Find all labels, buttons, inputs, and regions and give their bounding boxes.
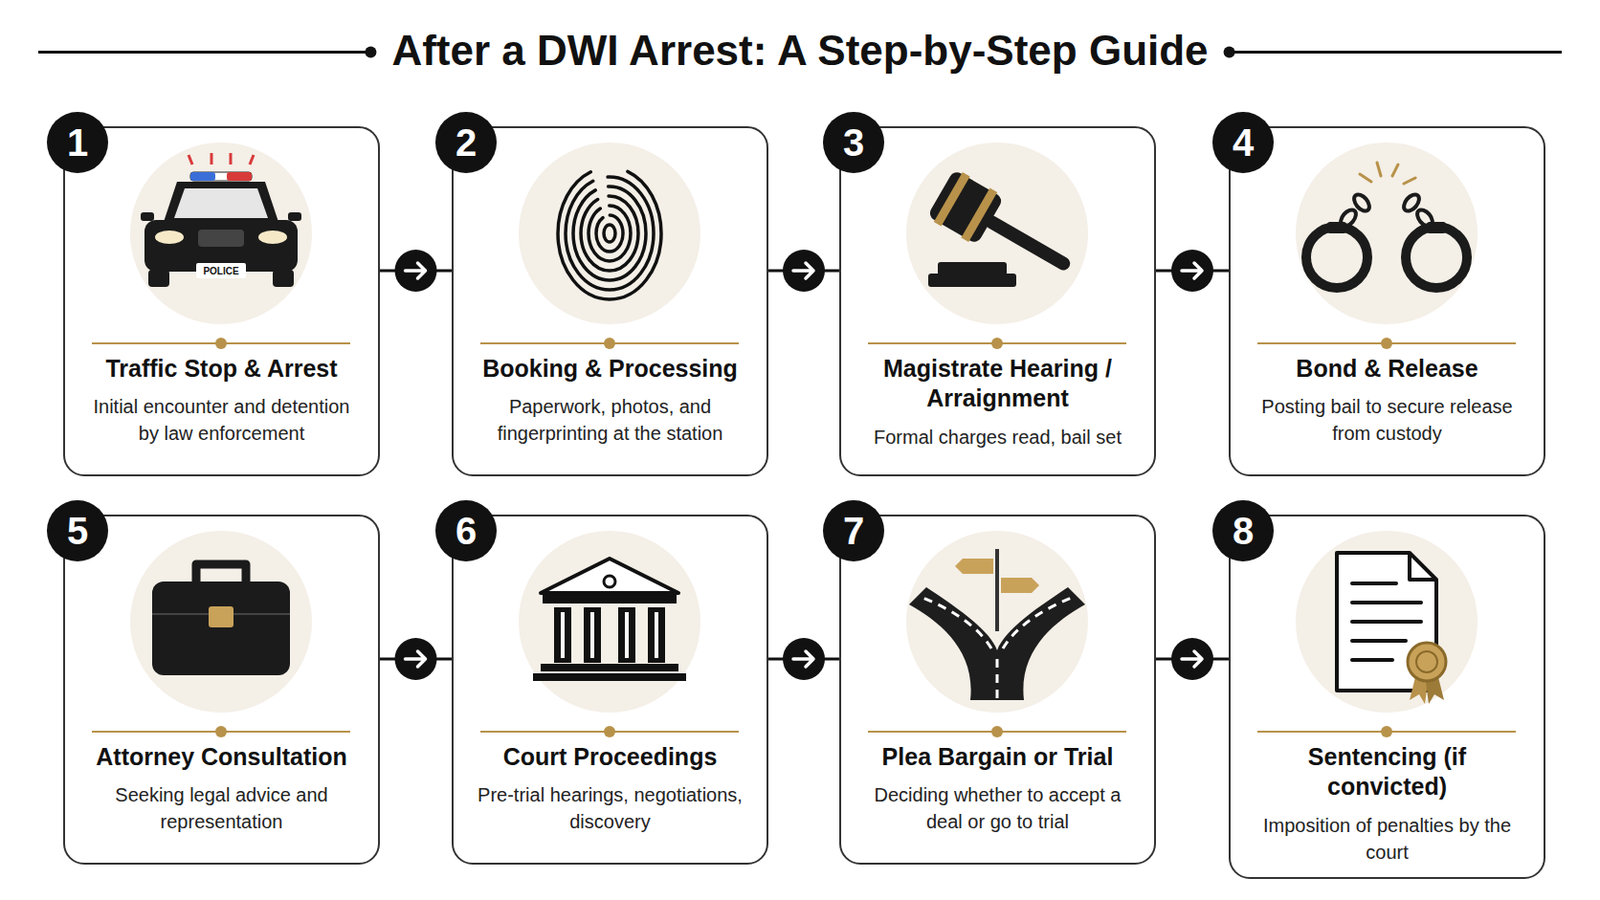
flow-arrow (379, 249, 452, 292)
handcuffs-icon (1306, 162, 1467, 289)
arrow-glyph (405, 651, 426, 667)
arrow-disc (782, 638, 825, 681)
title-bar: After a DWI Arrest: A Step-by-Step Guide (0, 26, 1600, 75)
plate-text: POLICE (200, 265, 242, 278)
step-card: Magistrate Hearing / ArraignmentFormal c… (839, 126, 1156, 477)
courthouse-icon (533, 558, 687, 682)
step-title: Bond & Release (1295, 354, 1478, 384)
icon-backdrops (130, 142, 1478, 713)
callout-number: 7 (822, 500, 885, 562)
step-description: Formal charges read, bail set (873, 423, 1122, 451)
title-rule (1233, 50, 1562, 54)
step-description: Posting bail to secure release from cust… (1249, 393, 1525, 447)
callout-number: 8 (1212, 500, 1274, 562)
arrow-glyph (793, 651, 814, 667)
title-rule-dot (364, 46, 377, 59)
step-description: Initial encounter and detention by law e… (84, 393, 359, 447)
step-card: Court ProceedingsPre-trial hearings, neg… (451, 514, 769, 866)
document-icon (1336, 553, 1446, 705)
callout-number: 1 (46, 111, 109, 174)
police-car-icon (140, 153, 302, 288)
arrow-disc (782, 249, 825, 292)
step-description: Seeking legal advice and representation (84, 781, 359, 836)
callout-number: 2 (435, 111, 497, 174)
fingerprint-icon (557, 167, 662, 300)
arrow-glyph (1181, 651, 1202, 667)
arrow-glyph (793, 263, 814, 279)
step-card: Plea Bargain or TrialDeciding whether to… (839, 514, 1156, 866)
callout-number: 6 (435, 500, 497, 562)
flow-arrow (1155, 249, 1229, 292)
briefcase-icon (152, 564, 290, 676)
gavel-icon (926, 168, 1084, 292)
step-title: Sentencing (if convicted) (1249, 742, 1525, 803)
step-title: Magistrate Hearing / Arraignment (860, 354, 1135, 415)
callout-number: 3 (822, 111, 885, 174)
arrow-glyph (405, 263, 426, 279)
forked-road-icon (909, 549, 1086, 701)
flow-arrow (1155, 638, 1229, 681)
flow-arrow (768, 249, 840, 292)
diagram-title: After a DWI Arrest: A Step-by-Step Guide (391, 26, 1208, 74)
callout-number: 4 (1212, 111, 1274, 174)
separator-dots (215, 337, 1393, 738)
title-rule-dot (1223, 46, 1236, 59)
step-description: Pre-trial hearings, negotiations, discov… (472, 781, 748, 836)
arrow-disc (1171, 638, 1214, 681)
arrow-disc (1171, 249, 1214, 292)
flow-arrow (768, 638, 840, 681)
step-title: Plea Bargain or Trial (882, 742, 1114, 773)
step-card: Bond & ReleasePosting bail to secure rel… (1228, 126, 1546, 477)
arrow-disc (395, 638, 438, 681)
step-title: Traffic Stop & Arrest (105, 354, 337, 384)
step-card: Booking & ProcessingPaperwork, photos, a… (451, 126, 769, 477)
arrow-disc (395, 249, 438, 292)
step-title: Attorney Consultation (95, 742, 348, 773)
step-card: Sentencing (if convicted) Imposition of p… (1228, 514, 1546, 880)
arrow-glyph (1181, 263, 1202, 279)
flow-arrow (379, 638, 452, 681)
step-title: Booking & Processing (482, 354, 738, 384)
step-description: Imposition of penalties by the court (1249, 812, 1525, 867)
step-card: Traffic Stop & ArrestInitial encounter a… (63, 126, 380, 477)
callout-number: 5 (46, 500, 109, 562)
step-title: Court Proceedings (503, 742, 718, 773)
step-card: Attorney ConsultationSeeking legal advic… (63, 514, 380, 866)
step-description: Paperwork, photos, and fingerprinting at… (472, 393, 748, 447)
title-rule (38, 50, 367, 54)
step-description: Deciding whether to accept a deal or go … (860, 781, 1135, 836)
